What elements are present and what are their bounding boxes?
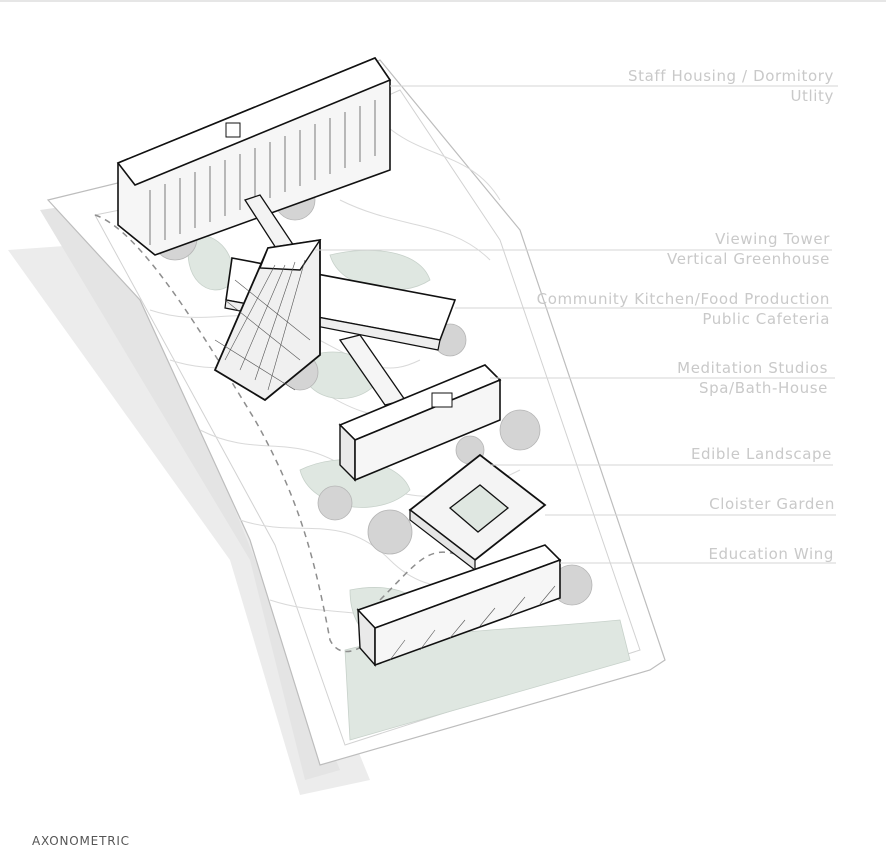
label-cloister-garden-line1: Cloister Garden [709,495,835,513]
label-community-kitchen-line2: Public Cafeteria [702,310,830,328]
label-meditation-line1: Meditation Studios [677,359,828,377]
label-community-kitchen-line1: Community Kitchen/Food Production [536,290,830,308]
label-edible-landscape: Edible Landscape [691,444,832,464]
label-edible-landscape-line1: Edible Landscape [690,445,832,463]
label-staff-housing-line2: Utlity [790,87,834,105]
label-viewing-tower-line1: Viewing Tower [715,230,830,248]
leader-lines [315,85,838,564]
label-community-kitchen: Community Kitchen/Food Production Public… [537,289,830,329]
staff-housing-building [116,57,392,256]
label-staff-housing: Staff Housing / Dormitory Utlity [628,66,834,106]
label-education-wing: Education Wing [708,544,834,564]
label-viewing-tower: Viewing Tower Vertical Greenhouse [667,229,830,269]
viewing-tower [213,238,322,402]
dashed-walkway [94,214,371,653]
label-meditation: Meditation Studios Spa/Bath-House [677,358,828,398]
label-cloister-garden: Cloister Garden [709,494,835,514]
meditation-spa-building [338,364,502,482]
cloister-building [408,453,547,572]
label-meditation-line2: Spa/Bath-House [699,379,828,397]
label-education-wing-line1: Education Wing [708,545,834,563]
education-wing-building [356,544,562,667]
label-staff-housing-line1: Staff Housing / Dormitory [627,67,834,85]
label-viewing-tower-line2: Vertical Greenhouse [667,250,830,268]
top-border [0,0,886,2]
drawing-caption: AXONOMETRIC [32,834,130,848]
